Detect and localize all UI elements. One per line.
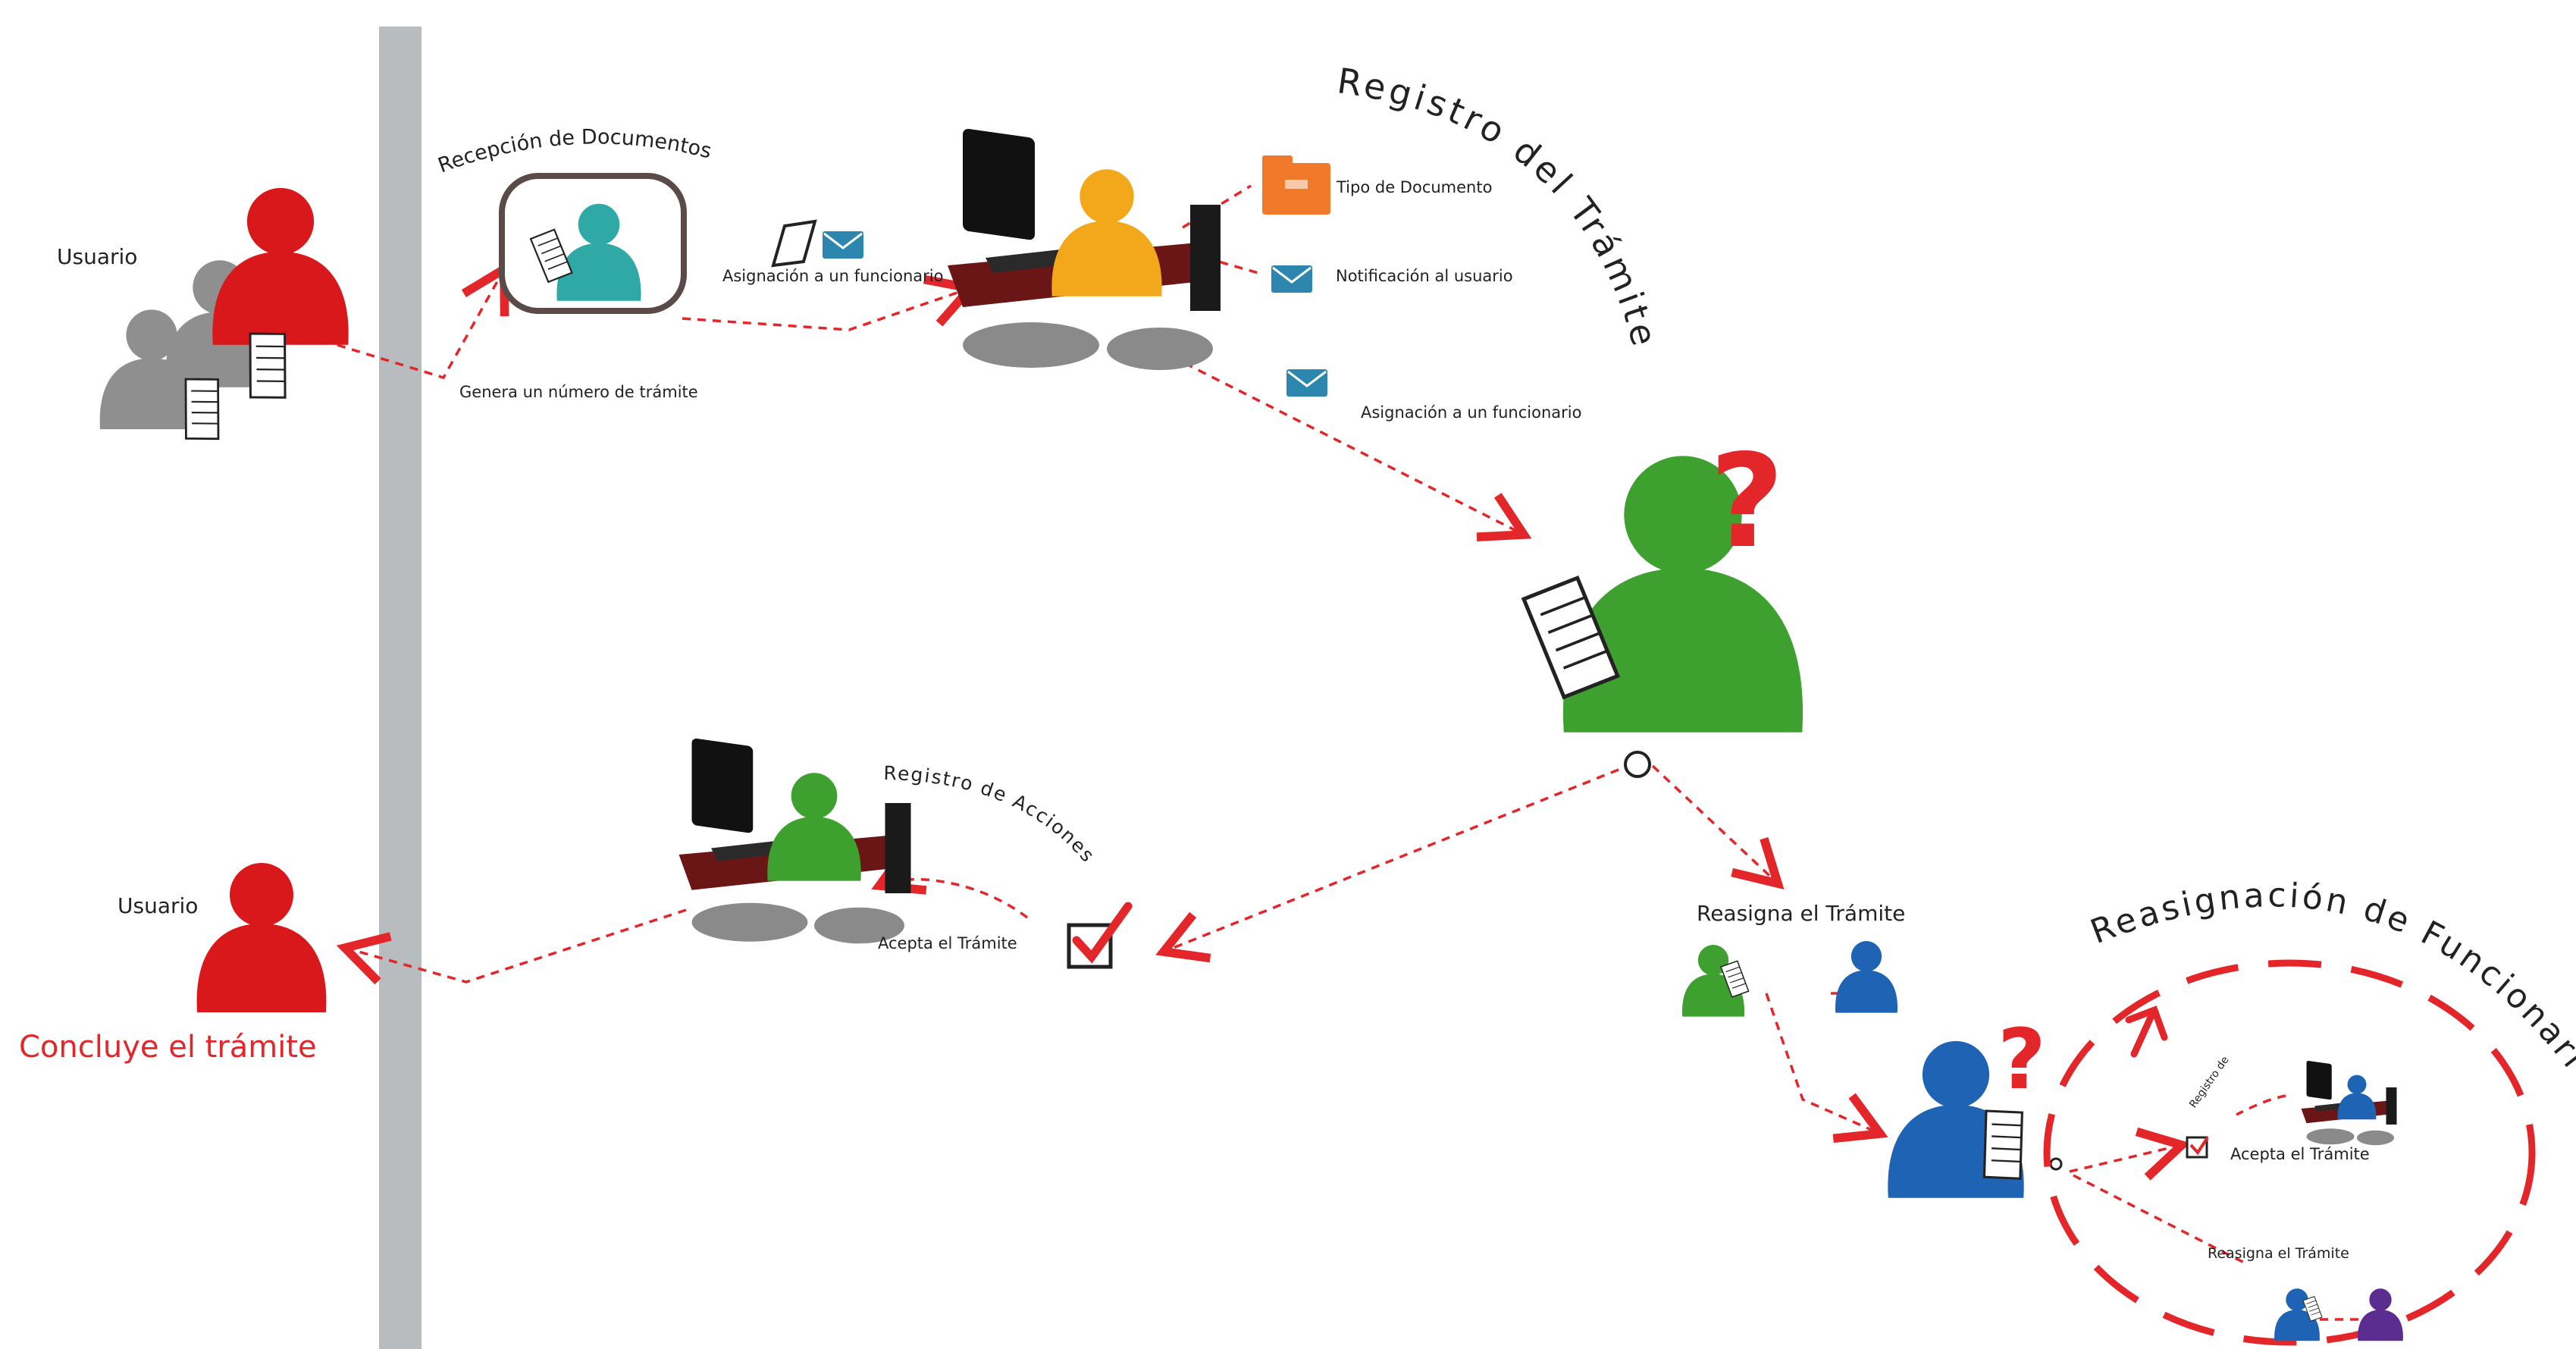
label-reasigna-tramite-2: Reasigna el Trámite — [2208, 1245, 2349, 1262]
doc-envelope-icon — [771, 219, 865, 268]
mini-workstation-icon — [2301, 1060, 2397, 1146]
actions-workstation-icon — [678, 738, 911, 944]
label-notificacion-usuario: Notificación al usuario — [1336, 267, 1513, 285]
reassignment-cycle-ring — [2043, 959, 2536, 1346]
user-final-icon — [196, 863, 327, 1012]
official-question-icon: ? — [1521, 427, 1804, 733]
reassign-pair-icon — [1681, 941, 1898, 1017]
registration-workstation-icon — [948, 127, 1221, 370]
heading-registro-acciones: Registro de Acciones — [883, 762, 1099, 867]
user-group-icon — [99, 187, 349, 445]
label-reasigna-tramite-1: Reasigna el Trámite — [1697, 901, 1906, 926]
label-registro-de-small: Registro de — [2187, 1054, 2232, 1110]
mini-reassign-pair-icon — [2274, 1288, 2403, 1341]
decision-node — [1624, 751, 1651, 778]
label-concluye-tramite: Concluye el trámite — [19, 1030, 317, 1065]
reassign-node — [2049, 1157, 2063, 1171]
label-genera-numero: Genera un número de trámite — [459, 383, 698, 401]
label-asignacion-funcionario-1: Asignación a un funcionario — [722, 267, 944, 285]
mini-checkbox-icon — [2186, 1136, 2209, 1159]
assignment-envelope-icon — [1285, 368, 1329, 398]
label-usuario-top: Usuario — [57, 244, 138, 269]
label-usuario-bottom: Usuario — [118, 893, 199, 918]
flow-arrows — [336, 184, 2369, 1321]
svg-text:?: ? — [1709, 427, 1785, 577]
label-acepta-tramite-1: Acepta el Trámite — [878, 934, 1017, 952]
heading-registro-tramite: Registro del Trámite — [1335, 60, 1666, 353]
label-asignacion-funcionario-2: Asignación a un funcionario — [1361, 403, 1582, 422]
accept-checkbox-icon — [1067, 902, 1133, 969]
heading-recepcion-documentos: Recepción de Documentos — [435, 125, 714, 177]
reassigned-official-icon: ? — [1888, 1011, 2046, 1198]
label-tipo-documento: Tipo de Documento — [1337, 178, 1493, 196]
folder-icon — [1262, 155, 1330, 215]
svg-text:?: ? — [1998, 1011, 2046, 1108]
document-reception-icon — [499, 173, 687, 314]
swimlane-divider — [379, 27, 421, 1349]
cycle-arrow-icon — [2125, 1005, 2168, 1058]
label-acepta-tramite-2: Acepta el Trámite — [2230, 1145, 2370, 1163]
notification-envelope-icon — [1270, 264, 1314, 294]
